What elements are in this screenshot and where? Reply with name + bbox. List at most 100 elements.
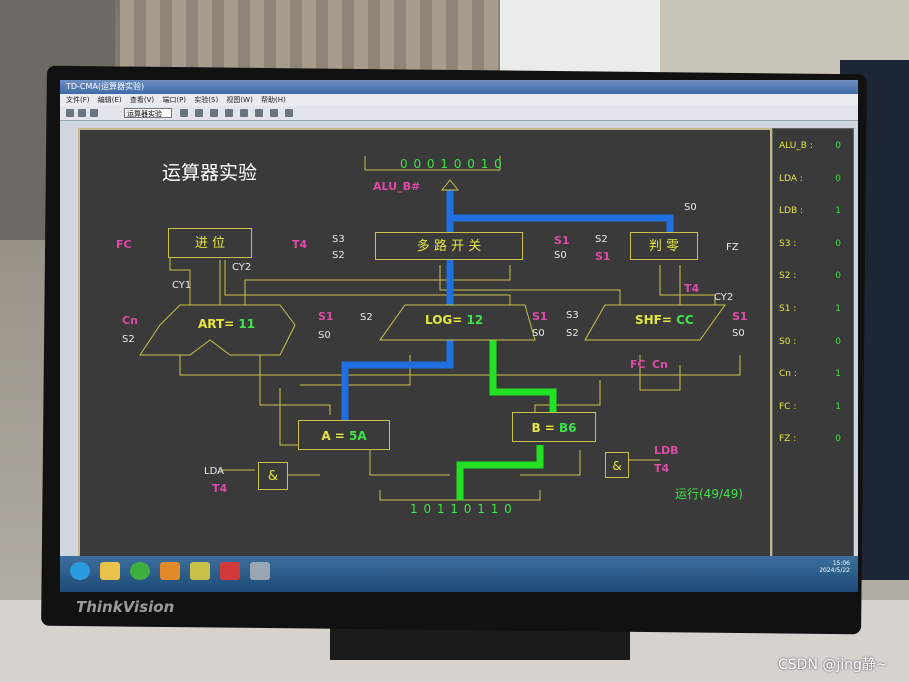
signal-cy1: CY1 [172, 280, 192, 291]
register-a: A = 5A [298, 420, 390, 450]
menu-help[interactable]: 帮助(H) [261, 96, 286, 104]
reg-b-label: B = [531, 421, 555, 435]
signal-s1-mux: S1 [554, 234, 570, 247]
run-status: 运行(49/49) [675, 487, 743, 501]
reg-a-label: A = [321, 429, 345, 443]
rewind-icon[interactable] [240, 109, 248, 117]
pause-icon[interactable] [270, 109, 278, 117]
panel-signal-name: Cn : [779, 369, 797, 380]
app-icon[interactable] [190, 562, 210, 580]
browser-icon[interactable] [130, 562, 150, 580]
panel-signal-value: 0 [835, 141, 841, 151]
monitor-brand: ThinkVision [76, 598, 175, 616]
menu-experiment[interactable]: 实验(S) [194, 96, 219, 104]
panel-signal-value: 0 [835, 336, 841, 347]
panel-row: LDB :1 [779, 206, 849, 216]
watermark: CSDN @jing静~ [778, 657, 888, 673]
window-titlebar: TD-CMA(运算器实验) [60, 80, 858, 94]
panel-signal-name: S3 : [779, 238, 797, 249]
diagram-heading: 运算器实验 [162, 162, 258, 184]
tdcma-icon[interactable] [250, 562, 270, 580]
signal-cn: Cn [122, 314, 138, 327]
media-icon[interactable] [160, 562, 180, 580]
wiring [139, 156, 741, 501]
signal-s1-art: S1 [318, 310, 334, 323]
pdf-icon[interactable] [220, 562, 240, 580]
signal-s0-shf: S0 [732, 328, 745, 339]
panel-row: ALU_B :0 [779, 141, 849, 151]
panel-signal-name: S2 : [779, 271, 797, 282]
signal-s0-log: S0 [532, 328, 545, 339]
panel-signal-value: 1 [835, 206, 841, 217]
signal-s0-zero: S0 [684, 202, 697, 213]
shf-label: SHF= [635, 313, 672, 327]
shf-display: SHF= CC [635, 313, 694, 327]
art-label: ART= [198, 317, 235, 331]
menu-edit[interactable]: 编辑(E) [97, 96, 122, 104]
panel-signal-value: 0 [835, 271, 841, 282]
signal-s2-log: S2 [360, 312, 373, 323]
signal-t4-lda: T4 [212, 482, 228, 495]
reg-a-value: 5A [349, 429, 367, 443]
signal-fc-shf: FC [630, 358, 646, 371]
panel-row: S3 : 0 [779, 239, 849, 249]
settings-icon[interactable] [180, 109, 188, 117]
panel-signal-name: LDA : [779, 173, 803, 184]
log-label: LOG= [425, 313, 463, 327]
signal-s1-shf: S1 [732, 310, 748, 323]
forward-icon[interactable] [255, 109, 263, 117]
menu-file[interactable]: 文件(F) [66, 96, 90, 104]
art-display: ART= 11 [198, 317, 255, 331]
signal-s3-mux: S3 [332, 234, 345, 245]
signal-fz: FZ [726, 242, 739, 253]
step-icon[interactable] [195, 109, 203, 117]
signal-s2-shf: S2 [566, 328, 579, 339]
panel-signal-value: 0 [835, 434, 841, 445]
panel-row: LDA : 0 [779, 174, 849, 184]
panel-row: FZ : 0 [779, 434, 849, 444]
experiment-select[interactable]: 运算器实验 [124, 108, 172, 118]
panel-signal-value: 0 [835, 173, 841, 184]
shf-value: CC [676, 313, 694, 327]
menu-port[interactable]: 端口(P) [162, 96, 187, 104]
new-icon[interactable] [66, 109, 74, 117]
datapath-diagram: 运算器实验 0 0 0 1 0 0 1 0 ALU_B# 进 位 多 路 开 关… [78, 128, 772, 562]
panel-signal-name: FC : [779, 401, 797, 412]
tray-date: 2024/5/22 [819, 567, 850, 574]
run-icon[interactable] [210, 109, 218, 117]
signal-s2-zero: S2 [595, 234, 608, 245]
log-display: LOG= 12 [425, 313, 483, 327]
folder-icon[interactable] [100, 562, 120, 580]
panel-signal-value: 1 [835, 369, 841, 380]
panel-signal-name: FZ : [779, 434, 797, 445]
system-tray: 15:06 2024/5/22 [760, 560, 850, 574]
menu-bar: 文件(F) 编辑(E) 查看(V) 端口(P) 实验(S) 视图(W) 帮助(H… [60, 94, 858, 106]
panel-row: S0 :0 [779, 337, 849, 347]
stop-icon[interactable] [225, 109, 233, 117]
panel-row: S2 : 0 [779, 271, 849, 281]
start-icon[interactable] [70, 562, 90, 580]
signal-cy2: CY2 [232, 262, 252, 273]
and-gate-a: & [258, 462, 288, 490]
menu-view[interactable]: 查看(V) [129, 96, 155, 104]
menu-window[interactable]: 视图(W) [226, 96, 253, 104]
signal-s0-art: S0 [318, 330, 331, 341]
signal-t4: T4 [292, 238, 308, 251]
reg-b-value: B6 [559, 421, 577, 435]
log-value: 12 [466, 313, 484, 327]
open-icon[interactable] [78, 109, 86, 117]
panel-signal-value: 0 [835, 238, 841, 249]
save-icon[interactable] [90, 109, 98, 117]
signal-s1-zero: S1 [595, 250, 611, 263]
panel-signal-value: 1 [835, 401, 841, 412]
signal-s3-shf: S3 [566, 310, 579, 321]
carry-box: 进 位 [168, 228, 252, 258]
panel-signal-value: 1 [835, 304, 841, 314]
and-gate-b: & [605, 452, 629, 478]
signal-s1-log: S1 [532, 310, 548, 323]
zero-detect-box: 判 零 [630, 232, 698, 260]
reset-icon[interactable] [285, 109, 293, 117]
art-value: 11 [238, 317, 256, 331]
tray-time: 15:06 [832, 560, 850, 567]
